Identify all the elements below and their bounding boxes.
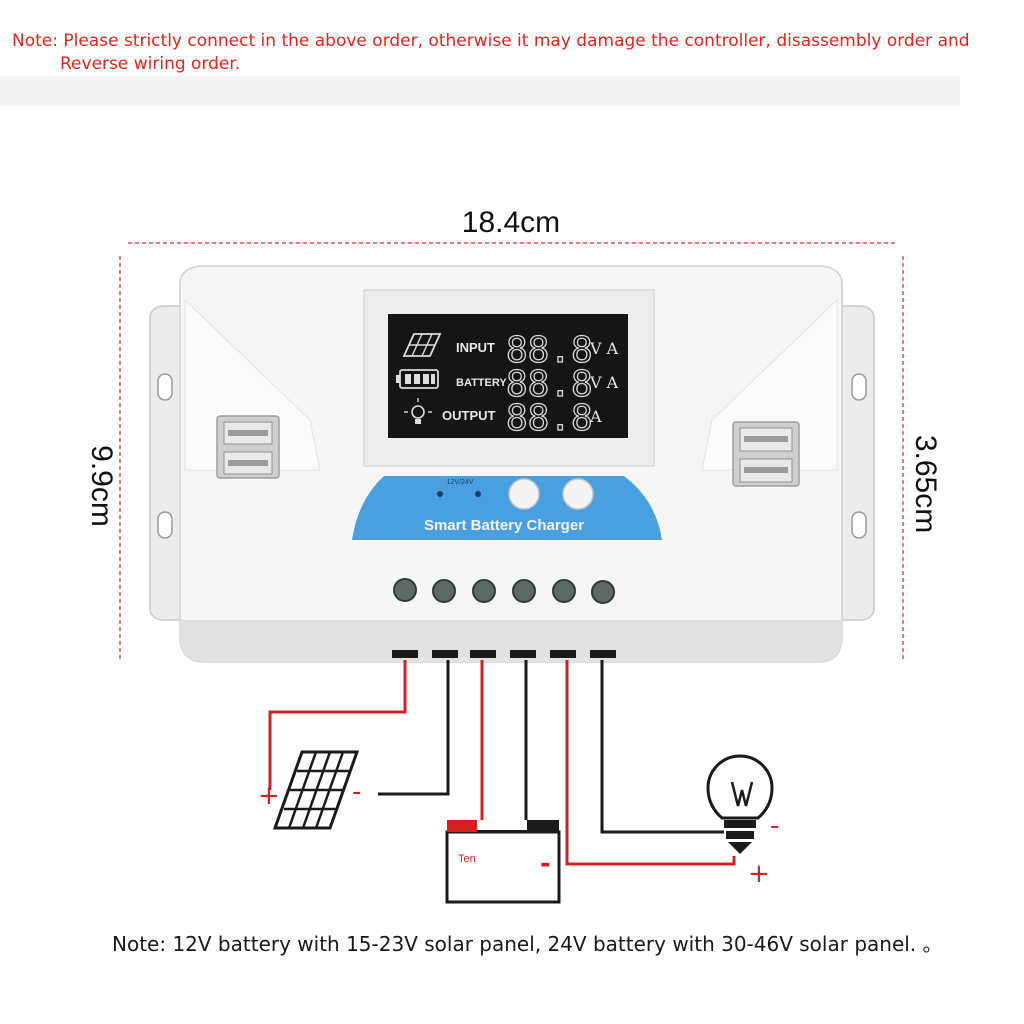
height-dim-label-left: 9.9cm [85, 445, 118, 527]
terminal-screw-icon [432, 579, 456, 603]
terminal-screw-icon [512, 579, 536, 603]
right-usb-ports [732, 421, 800, 487]
lightbulb-icon [706, 754, 774, 854]
solar-panel-icon [402, 333, 442, 357]
load-positive-wire [565, 660, 736, 866]
battery-icon [445, 820, 561, 904]
mount-hole [851, 511, 867, 539]
load-minus-sign: - [770, 811, 779, 841]
load-plus-sign: + [748, 859, 770, 889]
terminal-screw-icon [552, 579, 576, 603]
right-control-button[interactable] [562, 478, 594, 510]
load-negative-wire [600, 660, 724, 834]
body-bottom-edge [180, 620, 842, 662]
mount-hole [157, 511, 173, 539]
indicator-led [437, 491, 443, 497]
terminal-screws [393, 578, 615, 604]
lcd-input-unit: V A [589, 339, 619, 358]
lcd-output-digits: 88.8 [506, 398, 593, 439]
solar-panel-icon [272, 750, 360, 830]
lcd-battery-digits: 88.8 [506, 364, 593, 405]
bulb-icon [411, 405, 425, 419]
battery-label: Ten [458, 853, 476, 865]
indicator-led [475, 491, 481, 497]
lcd-output-label: OUTPUT [442, 408, 496, 423]
left-control-button[interactable] [508, 478, 540, 510]
mount-hole [157, 373, 173, 401]
battery-minus-sign: - [540, 849, 551, 879]
brand-label: Smart Battery Charger [424, 517, 584, 534]
height-dim-label-right: 3.65cm [909, 435, 942, 533]
lcd-battery-unit: V A [589, 373, 619, 392]
left-usb-ports [216, 415, 280, 479]
solar-minus-sign: - [352, 777, 361, 807]
lcd-battery-label: BATTERY [456, 377, 507, 389]
top-note-line2: Reverse wiring order. [60, 54, 241, 74]
solar-negative-wire [378, 660, 450, 796]
top-note-line1: Note: Please strictly connect in the abo… [12, 31, 970, 51]
lcd-input-label: INPUT [456, 340, 495, 355]
lcd-input-digits: 88.8 [506, 330, 593, 371]
top-note: Note: Please strictly connect in the abo… [12, 30, 972, 76]
terminal-screw-icon [591, 580, 615, 604]
mode-label: 12V/24V [447, 479, 474, 486]
lcd-output-unit: A [589, 407, 602, 426]
terminal-slots [392, 650, 616, 658]
solar-positive-wire [268, 660, 407, 790]
mount-hole [851, 373, 867, 401]
solar-plus-sign: + [258, 781, 280, 811]
bottom-note: Note: 12V battery with 15-23V solar pane… [112, 932, 943, 956]
terminal-screw-icon [472, 579, 496, 603]
faded-band [0, 76, 960, 106]
width-dim-label: 18.4cm [462, 206, 560, 239]
terminal-screw-icon [393, 578, 417, 602]
